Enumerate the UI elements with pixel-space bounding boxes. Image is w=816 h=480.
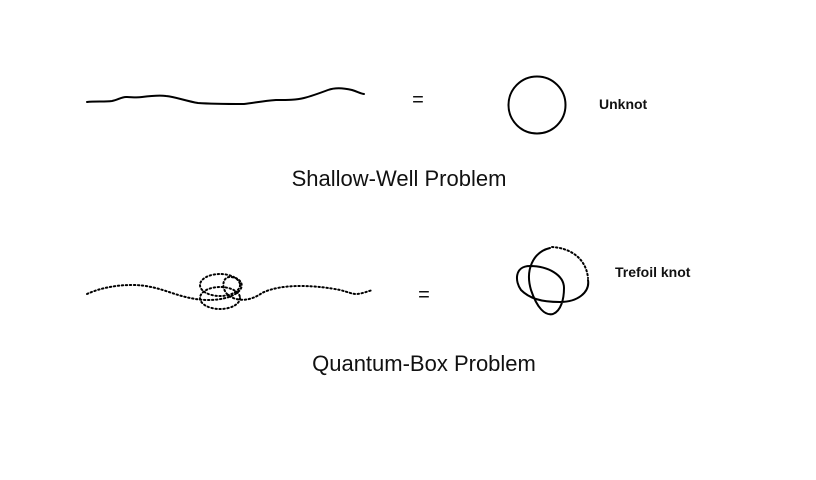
quantum-box-caption: Quantum-Box Problem bbox=[312, 351, 536, 376]
wavy-string bbox=[86, 87, 365, 105]
equals-sign: = bbox=[418, 284, 430, 306]
quantum-box-row: = Trefoil knot Quantum-Box Problem bbox=[86, 246, 691, 376]
knot-loop-upper bbox=[199, 273, 241, 297]
shallow-well-caption: Shallow-Well Problem bbox=[292, 166, 507, 191]
knot-loop-lower bbox=[199, 286, 241, 310]
unknot-circle bbox=[507, 75, 567, 135]
unknot-label: Unknot bbox=[599, 96, 648, 112]
trefoil-knot bbox=[515, 246, 590, 316]
equals-sign: = bbox=[412, 89, 424, 111]
trefoil-label: Trefoil knot bbox=[615, 264, 691, 280]
knotted-dotted-string bbox=[86, 275, 374, 302]
shallow-well-row: = Unknot Shallow-Well Problem bbox=[86, 75, 648, 191]
